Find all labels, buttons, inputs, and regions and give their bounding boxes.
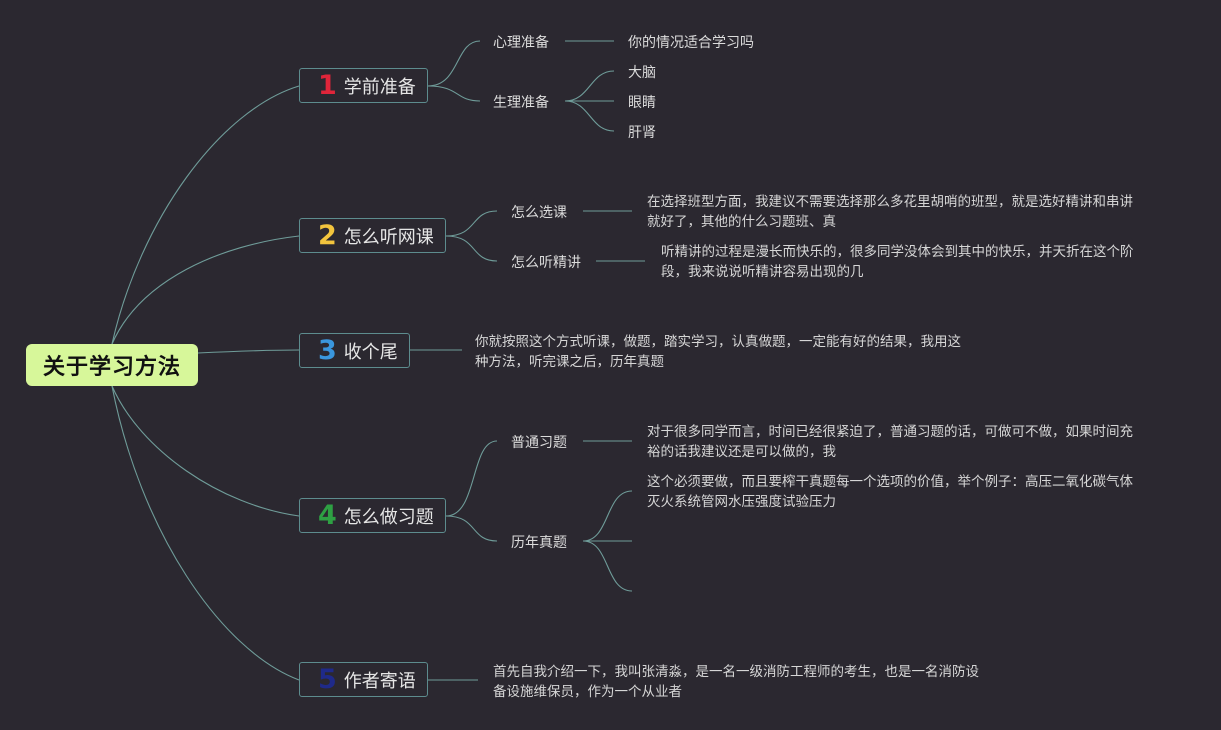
subtopic-normal-exercises[interactable]: 普通习题 (511, 435, 567, 451)
link-topic2-sub2 (445, 235, 498, 262)
topic-node-3[interactable]: 3 收个尾 (299, 333, 410, 368)
topic-number: 5 (318, 664, 337, 695)
leaf-suitability[interactable]: 你的情况适合学习吗 (628, 35, 754, 51)
leaf-brain[interactable]: 大脑 (628, 65, 656, 81)
link-sub2-leaf1 (564, 70, 615, 102)
topic-node-5[interactable]: 5 作者寄语 (299, 662, 428, 697)
link-topic1-sub2 (427, 85, 481, 102)
note-normal-exercises[interactable]: 对于很多同学而言，时间已经很紧迫了，普通习题的话，可做可不做，如果时间充裕的话我… (647, 424, 1133, 460)
leaf-liver-kidney[interactable]: 肝肾 (628, 125, 656, 141)
note-past-exams[interactable]: 这个必须要做，而且要榨干真题每一个选项的价值，举个例子：高压二氧化碳气体灭火系统… (647, 474, 1133, 510)
topic-label: 学前准备 (343, 76, 416, 98)
note-wrap-up[interactable]: 你就按照这个方式听课，做题，踏实学习，认真做题，一定能有好的结果，我用这种方法，… (475, 334, 961, 370)
link-topic1-sub1 (427, 40, 481, 87)
topic-label: 作者寄语 (343, 670, 416, 692)
topic-node-2[interactable]: 2 怎么听网课 (299, 218, 446, 253)
subtopic-choose-course[interactable]: 怎么选课 (511, 205, 567, 221)
link-topic4-sub2 (445, 515, 498, 542)
link-topic4-sub1 (445, 440, 498, 517)
link-root-topic2 (111, 235, 300, 345)
note-author-message[interactable]: 首先自我介绍一下，我叫张清淼，是一名一级消防工程师的考生，也是一名消防设备设施维… (493, 664, 979, 700)
link-root-topic3 (197, 349, 300, 354)
link-root-topic4 (111, 385, 300, 517)
note-listen-lecture[interactable]: 听精讲的过程是漫长而快乐的，很多同学没体会到其中的快乐，并天折在这个阶段，我来说… (661, 244, 1134, 280)
topic-number: 2 (318, 220, 337, 251)
subtopic-listen-lecture[interactable]: 怎么听精讲 (511, 255, 581, 271)
topic-label: 收个尾 (343, 341, 398, 363)
topic-node-1[interactable]: 1 学前准备 (299, 68, 428, 103)
subtopic-physical-prep[interactable]: 生理准备 (493, 95, 549, 111)
subtopic-past-exams[interactable]: 历年真题 (511, 535, 567, 551)
topic-number: 3 (318, 335, 337, 366)
link-root-topic1 (111, 85, 300, 345)
link-sub2-leaf3 (564, 100, 615, 132)
topic-number: 4 (318, 500, 337, 531)
note-choose-course[interactable]: 在选择班型方面，我建议不需要选择那么多花里胡哨的班型，就是选好精讲和串讲就好了，… (647, 194, 1133, 230)
topic-number: 1 (318, 70, 337, 101)
link-sub-past-empty2 (582, 540, 633, 592)
link-topic2-sub1 (445, 210, 498, 237)
topic-label: 怎么听网课 (343, 226, 434, 248)
root-node[interactable]: 关于学习方法 (26, 344, 198, 386)
subtopic-mental-prep[interactable]: 心理准备 (493, 35, 549, 51)
link-root-topic5 (111, 385, 300, 681)
topic-node-4[interactable]: 4 怎么做习题 (299, 498, 446, 533)
link-sub-past-note (582, 490, 633, 542)
leaf-eyes[interactable]: 眼睛 (628, 95, 656, 111)
topic-label: 怎么做习题 (343, 506, 434, 528)
